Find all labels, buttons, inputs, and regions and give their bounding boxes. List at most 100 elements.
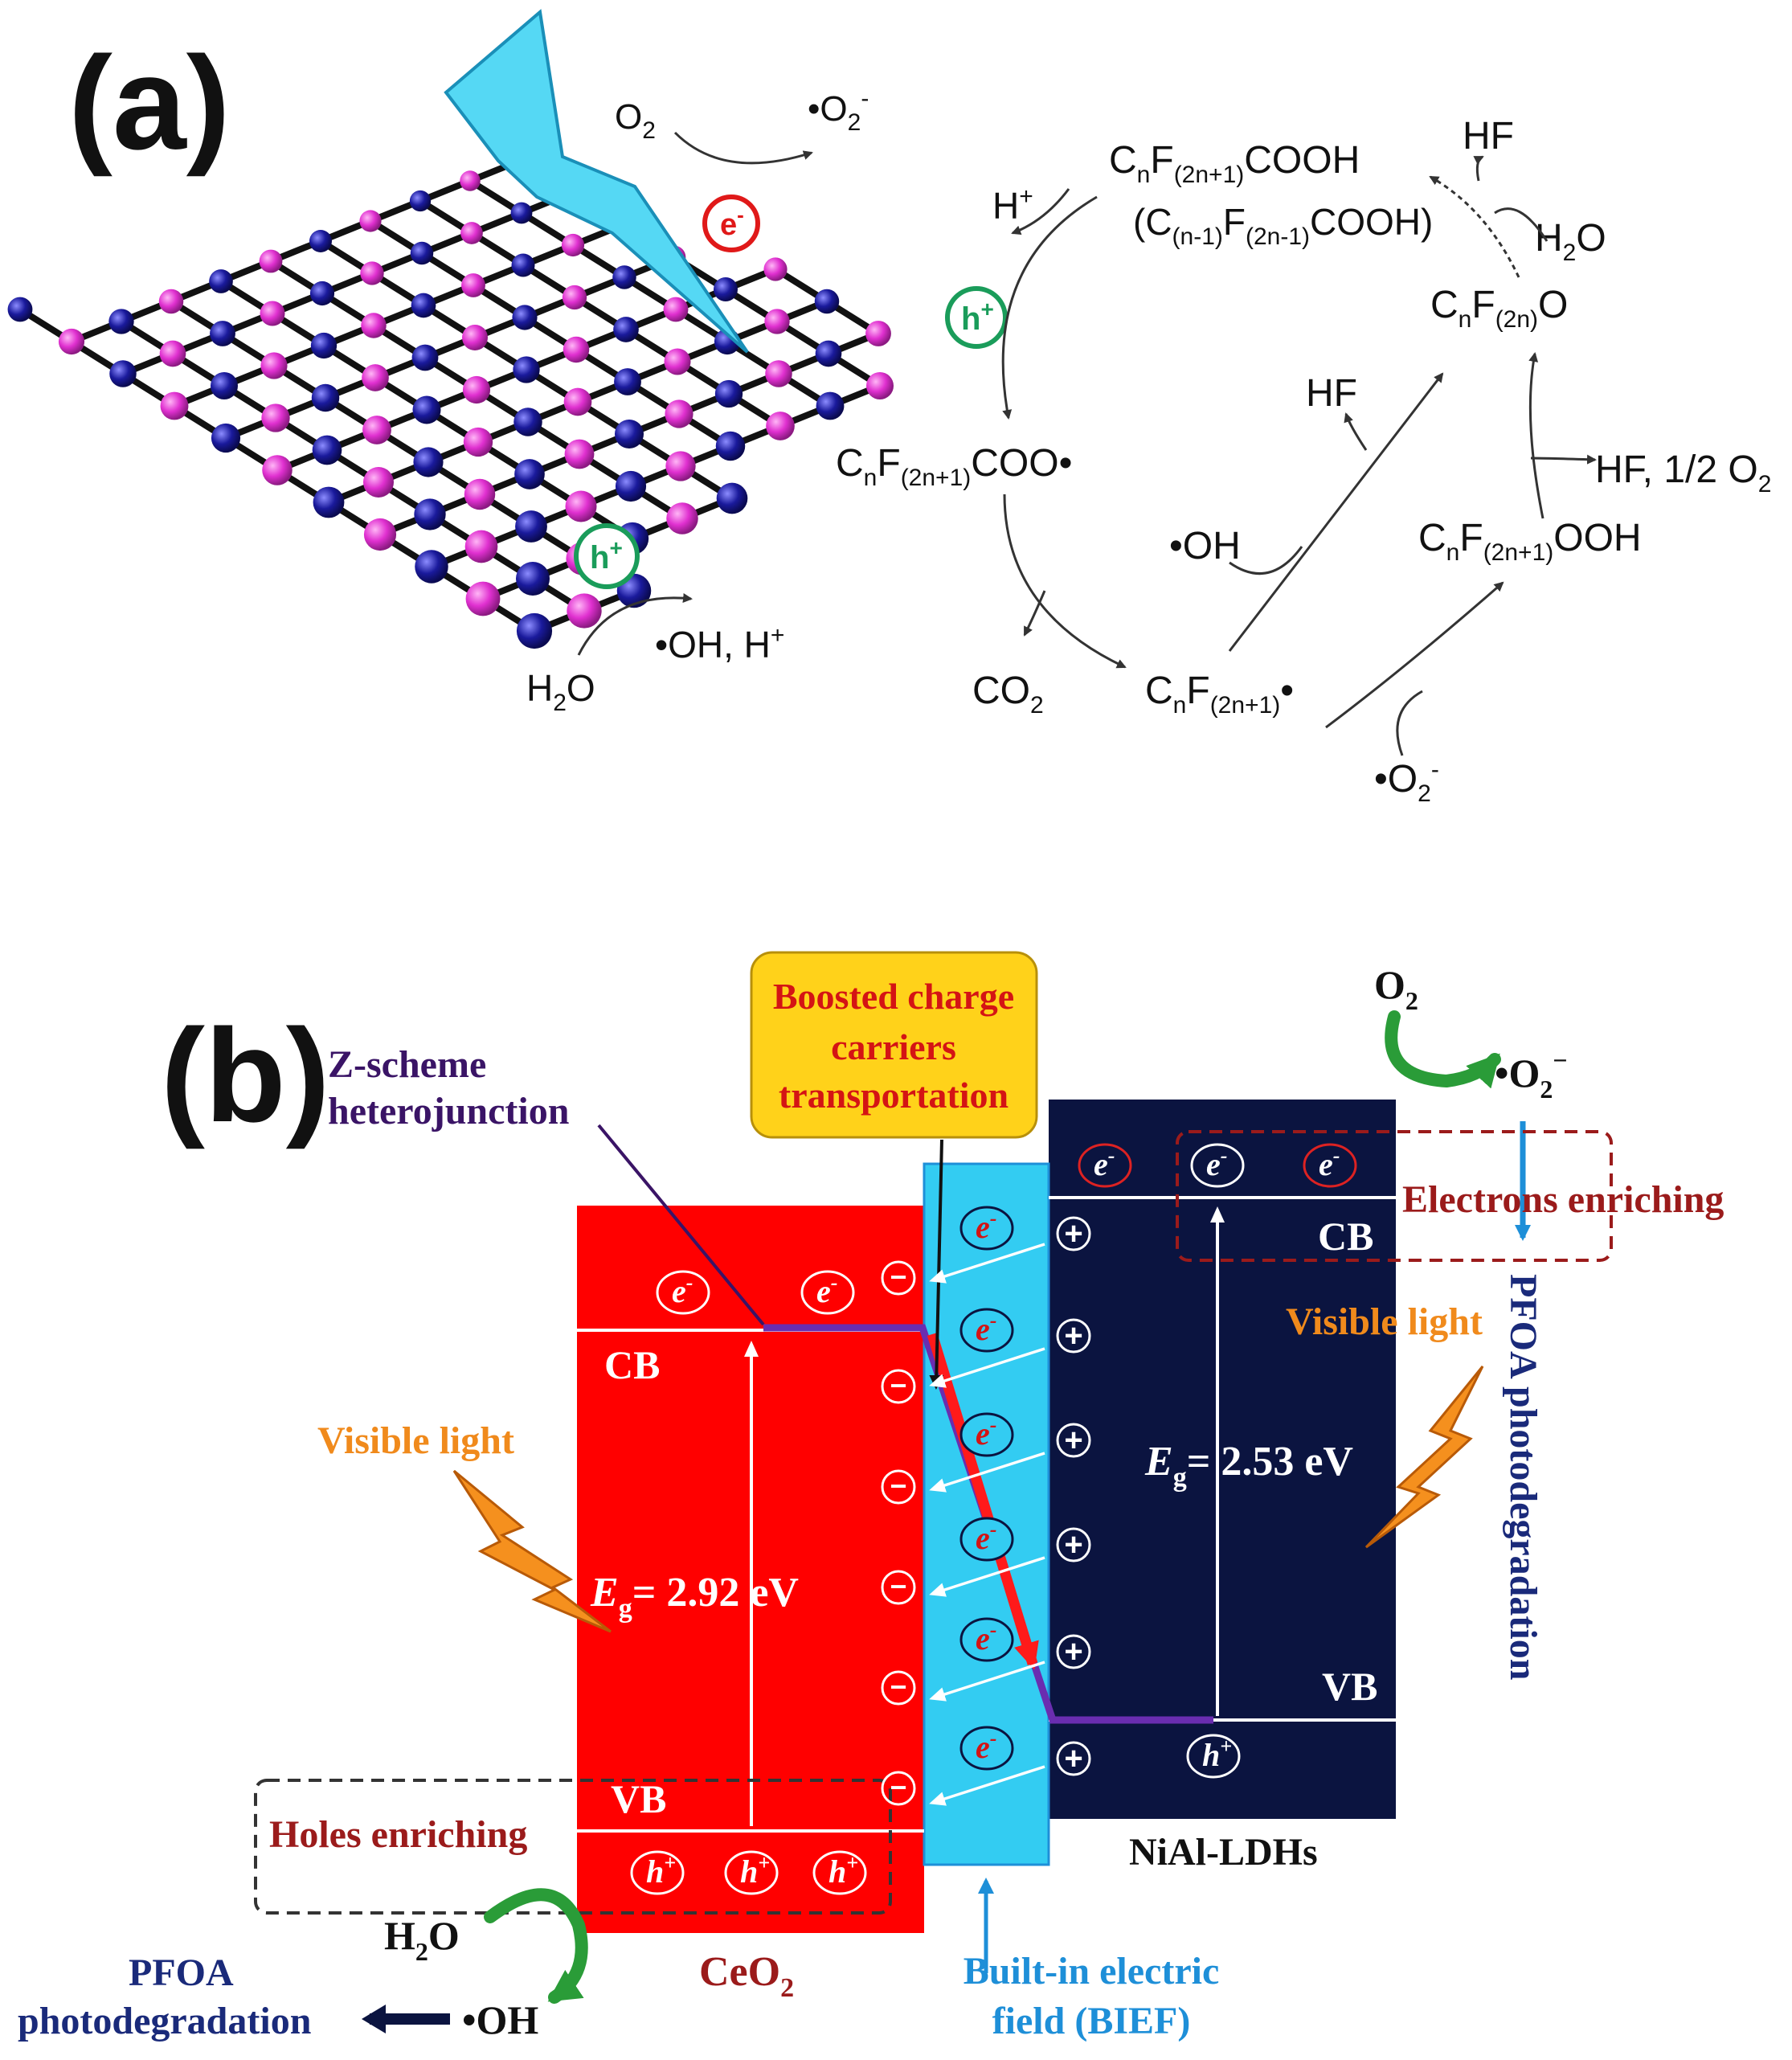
z-scheme-label-line2: heterojunction <box>328 1090 569 1132</box>
positive-charge-ring <box>1056 1216 1091 1251</box>
ceo2-electron-text: e- <box>672 1271 693 1309</box>
ceo2-vb-label: VB <box>611 1776 666 1821</box>
lattice-atom-magenta <box>259 249 283 273</box>
lattice-atom-blue <box>513 356 540 383</box>
lattice-atom-blue <box>211 423 241 453</box>
nial-name-label: NiAl-LDHs <box>1129 1831 1318 1874</box>
field-arrow <box>929 1347 1045 1388</box>
hydroxyl-label-b: •OH <box>462 1997 538 2042</box>
shorter-acid-label: (C(n-1)F(2n-1)COOH) <box>1133 201 1433 250</box>
lattice-atom-magenta <box>363 518 397 551</box>
lattice-atom-blue <box>309 230 332 252</box>
perfluoroalkyl-radical-label: CnF(2n+1)• <box>1145 670 1294 719</box>
lattice-atom-magenta <box>564 439 595 469</box>
negative-charge-text: − <box>890 1670 906 1703</box>
field-arrow <box>929 1661 1045 1702</box>
negative-charge-ring <box>881 1260 916 1296</box>
ceo2-hole-text: h+ <box>828 1851 858 1890</box>
negative-charge-ring <box>881 1771 916 1806</box>
nial-electron-text: e- <box>1319 1144 1340 1182</box>
ceo2-hole-ring <box>724 1850 779 1895</box>
z-scheme-label-line1: Z-scheme <box>328 1043 486 1086</box>
negative-charge-text: − <box>890 1771 906 1804</box>
o2-label: O2 <box>615 97 656 144</box>
lattice-atom-magenta <box>562 285 587 310</box>
superoxide-label: •O2- <box>808 85 869 136</box>
ceo2-electron-text: e- <box>816 1271 837 1309</box>
superoxide-merge-arrow <box>1396 690 1423 756</box>
lattice-atom-blue <box>411 344 439 371</box>
lattice-atom-blue <box>209 269 233 293</box>
pfoa-left-line2: photodegradation <box>18 2000 311 2042</box>
ceo2-eg-label: Eg= 2.92 eV <box>590 1570 799 1624</box>
lattice-atom-magenta <box>159 340 186 367</box>
hole-circle-lower-icon <box>574 523 640 589</box>
nial-eg-label: Eg= 2.53 eV <box>1144 1439 1353 1493</box>
lattice-atom-magenta <box>461 273 485 297</box>
lattice-atom-blue <box>211 372 238 399</box>
h-plus-release-arrow <box>1011 188 1070 235</box>
lattice-atom-blue <box>210 321 235 346</box>
h2o-label-b: H2O <box>384 1913 460 1966</box>
bief-electron-ring <box>959 1517 1014 1562</box>
lattice-atom-magenta <box>567 593 602 629</box>
panel-a: (a) e- h+ h+ O2 •O2- H2O •OH, H+ CnF(2n+… <box>7 9 1771 807</box>
bief-electron-text: e- <box>976 1726 996 1765</box>
lattice-atom-magenta <box>160 391 189 420</box>
negative-charge-ring <box>881 1670 916 1706</box>
lattice-atom-blue <box>614 368 641 395</box>
boosted-line2: carriers <box>831 1026 956 1067</box>
panel-a-label: (a) <box>68 29 231 177</box>
lattice-atom-magenta <box>764 309 790 334</box>
lattice-atom-magenta <box>362 416 391 444</box>
oh-merge-arrow <box>1229 546 1303 575</box>
positive-charge-text: + <box>1064 1527 1082 1562</box>
pfoa-right-label: PFOA photodegradation <box>1502 1274 1544 1680</box>
lattice-atom-magenta <box>561 233 585 257</box>
lattice-atom-blue <box>412 395 441 424</box>
ceo2-electron-ring <box>656 1270 710 1315</box>
bief-line1: Built-in electric <box>964 1950 1220 1992</box>
lattice-atom-blue <box>409 190 432 212</box>
electron-label: e- <box>720 203 744 242</box>
bief-electron-text: e- <box>976 1618 996 1657</box>
hf-o2-label: HF, 1/2 O2 <box>1595 448 1771 498</box>
lattice-atom-magenta <box>260 301 285 326</box>
acid-to-radical-arrow <box>1001 195 1098 420</box>
electron-transfer-arrow <box>927 1333 1039 1670</box>
lattice-atom-blue <box>415 550 448 584</box>
lattice-atom-blue <box>7 297 33 322</box>
lattice-atom-magenta <box>866 372 894 399</box>
lattice-atom-blue <box>311 383 340 412</box>
negative-charge-text: − <box>890 1369 906 1402</box>
bief-electron-ring <box>959 1726 1014 1771</box>
nial-electron-text: e- <box>1206 1144 1227 1182</box>
lattice-atom-magenta <box>462 325 488 350</box>
lattice-atom-magenta <box>460 170 481 191</box>
nial-electron-ring <box>1078 1143 1132 1188</box>
positive-charge-ring <box>1056 1318 1091 1354</box>
lattice-atom-magenta <box>363 467 394 498</box>
boosted-pointer-arrow <box>929 1139 944 1390</box>
lattice-atom-magenta <box>463 427 493 457</box>
lattice-atom-blue <box>516 562 550 596</box>
perfluoro-ketone-label: CnF(2n)O <box>1430 284 1568 333</box>
carboxyl-radical-label: CnF(2n+1)COO• <box>836 442 1072 491</box>
lattice-atom-blue <box>511 253 535 277</box>
electrons-enriching-box <box>1176 1130 1613 1262</box>
lattice-atom-magenta <box>460 222 483 244</box>
bief-electron-text: e- <box>976 1206 996 1245</box>
nial-electron-ring <box>1303 1143 1357 1188</box>
lattice-atom-magenta <box>763 257 788 281</box>
lightning-left-icon <box>452 1469 612 1633</box>
lattice-atom-blue <box>514 459 545 489</box>
lattice-atom-magenta <box>865 321 891 346</box>
lattice-atom-magenta <box>262 455 293 485</box>
visible-light-label-right: Visible light <box>1286 1300 1483 1343</box>
ketone-to-acid-arrow <box>1429 175 1520 278</box>
o2-label-b: O2 <box>1374 962 1418 1015</box>
negative-charge-text: − <box>890 1260 906 1293</box>
lattice-atom-magenta <box>565 490 597 522</box>
boosted-line3: transportation <box>779 1075 1009 1116</box>
